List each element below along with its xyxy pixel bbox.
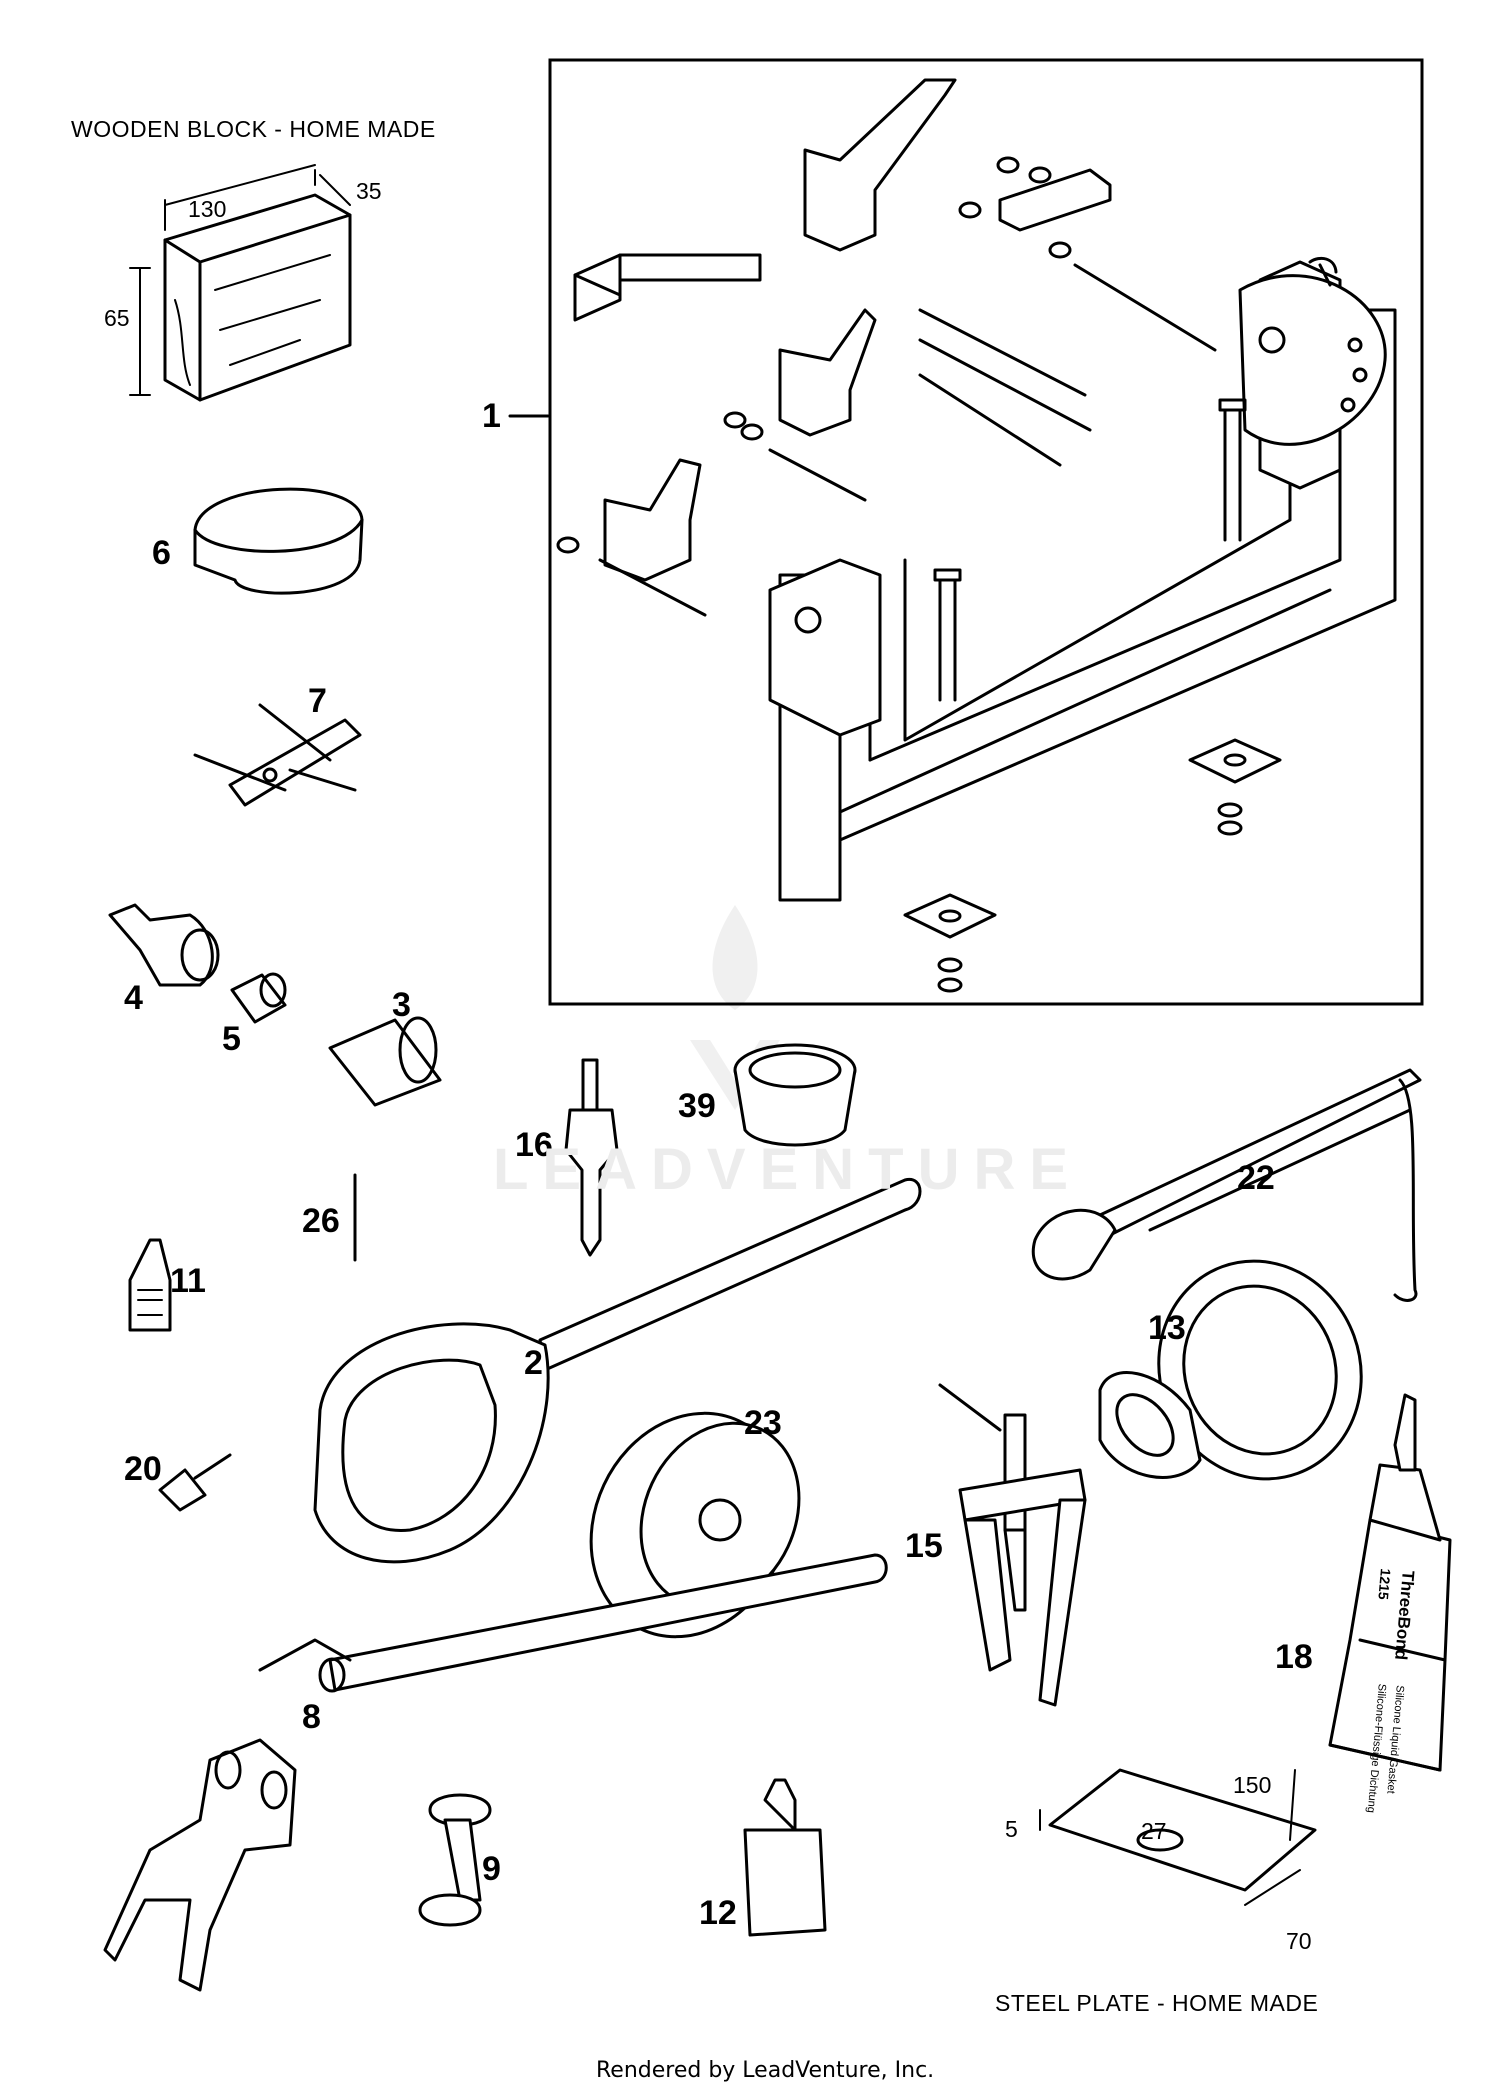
tube-line-2: Silicone-Flüssige Dichtung bbox=[1364, 1683, 1388, 1814]
block-length-dim: 130 bbox=[188, 196, 227, 222]
thread-lock-12 bbox=[743, 1778, 827, 1937]
part-label-20: 20 bbox=[124, 1450, 162, 1488]
camshaft-holder bbox=[103, 1553, 888, 1992]
sealant-tube bbox=[1328, 1393, 1452, 1772]
watermark-text: LEADVENTURE bbox=[493, 1137, 1083, 1202]
part-label-11: 11 bbox=[170, 1262, 206, 1300]
render-credit: Rendered by LeadVenture, Inc. bbox=[596, 2058, 935, 2083]
plate-width-dim: 70 bbox=[1286, 1928, 1312, 1954]
wooden-block bbox=[129, 164, 352, 402]
part-label-12: 12 bbox=[699, 1894, 737, 1932]
chain-wrench bbox=[1031, 1068, 1422, 1302]
screw bbox=[158, 1453, 232, 1512]
part-label-18: 18 bbox=[1275, 1638, 1313, 1676]
steel-plate-caption: STEEL PLATE - HOME MADE bbox=[995, 1990, 1319, 2016]
part-label-6: 6 bbox=[152, 534, 171, 572]
engine-stand bbox=[556, 78, 1397, 993]
clutch-basket-holder bbox=[1098, 1259, 1363, 1481]
part-label-8: 8 bbox=[302, 1698, 321, 1736]
part-label-7: 7 bbox=[308, 682, 327, 720]
sleeve bbox=[230, 972, 287, 1024]
oil-filter-cup bbox=[733, 1043, 857, 1147]
shaft-tool bbox=[418, 1793, 492, 1927]
part-label-15: 15 bbox=[905, 1527, 943, 1565]
part-label-13: 13 bbox=[1148, 1309, 1186, 1347]
part-label-23: 23 bbox=[744, 1404, 782, 1442]
plate-thickness-dim: 5 bbox=[1005, 1816, 1018, 1842]
wooden-block-caption: WOODEN BLOCK - HOME MADE bbox=[71, 116, 436, 142]
part-label-2: 2 bbox=[524, 1344, 543, 1382]
part-label-3: 3 bbox=[392, 986, 411, 1024]
clutch-holder bbox=[313, 1178, 922, 1564]
bearing-puller bbox=[108, 903, 220, 987]
part-label-26: 26 bbox=[302, 1202, 340, 1240]
part-label-22: 22 bbox=[1237, 1159, 1275, 1197]
part-label-5: 5 bbox=[222, 1020, 241, 1058]
slide-hammer bbox=[564, 1058, 619, 1257]
gear-puller bbox=[938, 1383, 1087, 1707]
part-label-1: 1 bbox=[482, 397, 501, 435]
tube-brand: ThreeBond bbox=[1391, 1569, 1418, 1661]
ring bbox=[193, 487, 364, 595]
plate-hole-dim: 27 bbox=[1141, 1818, 1167, 1844]
block-depth-dim: 35 bbox=[356, 178, 382, 204]
puller-bar bbox=[193, 703, 362, 807]
part-label-16: 16 bbox=[515, 1126, 553, 1164]
drift-sleeve bbox=[328, 1016, 442, 1107]
part-label-39: 39 bbox=[678, 1087, 716, 1125]
kit-1-frame bbox=[548, 58, 1424, 1006]
tube-code: 1215 bbox=[1375, 1567, 1394, 1601]
tube-line-1: Silicone Liquid Gasket bbox=[1384, 1684, 1406, 1795]
part-label-4: 4 bbox=[124, 979, 143, 1017]
steel-plate bbox=[1039, 1768, 1317, 1906]
block-height-dim: 65 bbox=[104, 305, 130, 331]
plate-length-dim: 150 bbox=[1233, 1772, 1272, 1798]
thread-lock-11 bbox=[128, 1238, 172, 1332]
part-label-9: 9 bbox=[482, 1850, 501, 1888]
